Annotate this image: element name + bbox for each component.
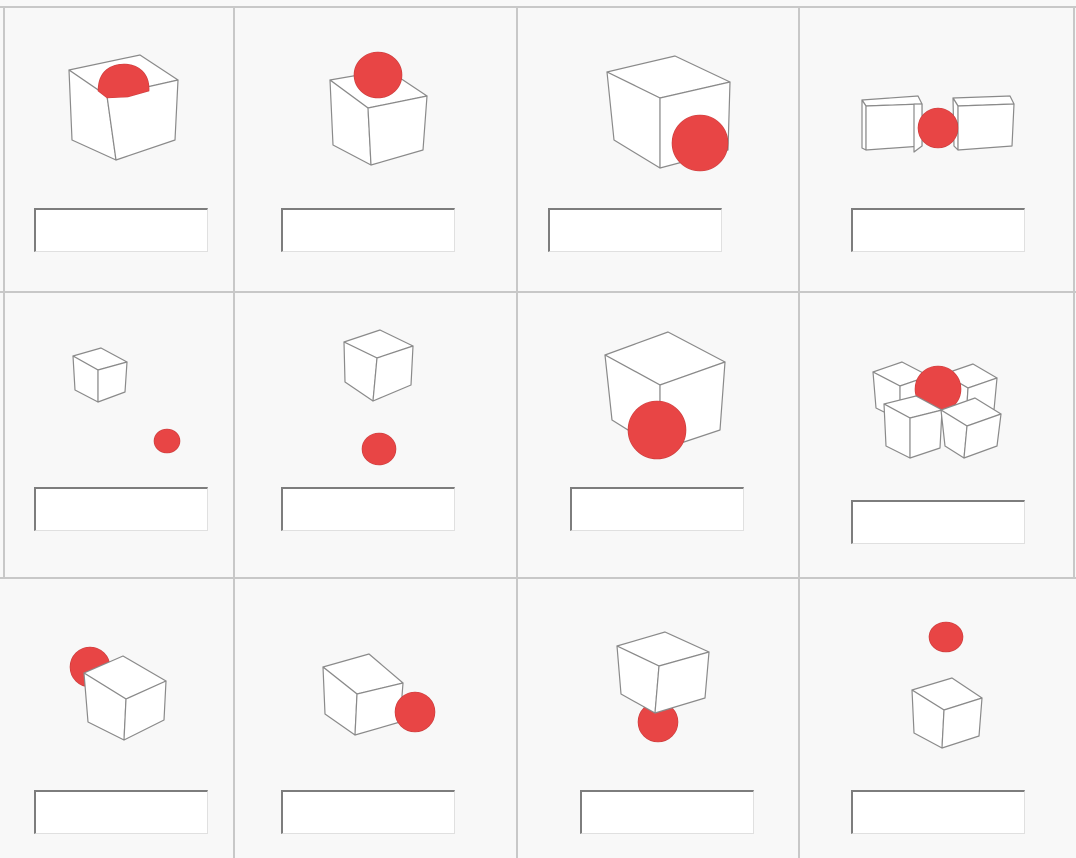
answer-field-12[interactable] — [851, 790, 1025, 834]
answer-field-9[interactable] — [34, 790, 208, 834]
answer-field-11[interactable] — [580, 790, 754, 834]
cube-ball-figure-12 — [0, 0, 1076, 760]
cube-icon — [912, 678, 982, 748]
answer-field-10[interactable] — [281, 790, 455, 834]
red-ball-icon — [929, 622, 963, 652]
